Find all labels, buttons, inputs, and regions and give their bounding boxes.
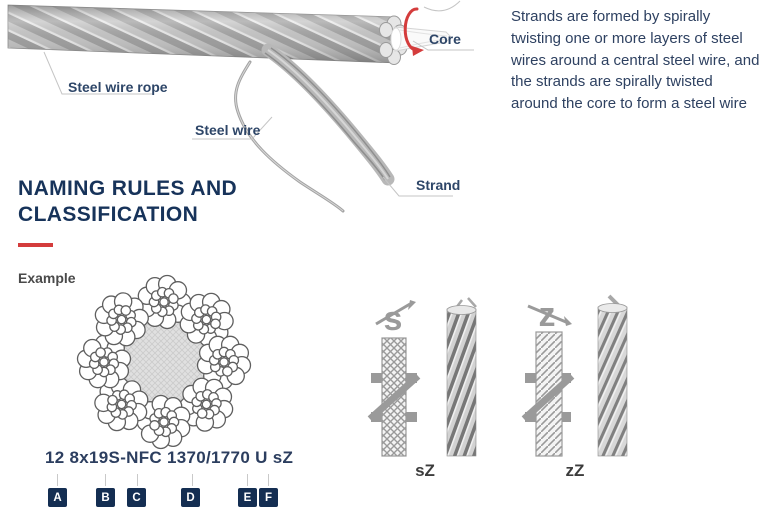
sz-label: sZ [415,461,435,480]
leader-line-core [412,40,474,51]
part-box-a: A [48,488,67,507]
intro-line: twisting one or more layers of steel [511,29,743,47]
section-title-line1: NAMING RULES AND [18,177,238,200]
z-diagonal [521,373,575,422]
part-box-b: B [96,488,115,507]
rope-illustration [7,0,474,213]
part-box-e: E [238,488,257,507]
designation-connector [137,474,138,486]
zz-label: zZ [565,461,585,480]
intro-line: around the core to form a steel wire [511,95,747,113]
leader-line-steel-wire [192,116,273,140]
label-strand: Strand [416,177,461,193]
designation-connector [105,474,106,486]
zz-lay-schematic: z [521,296,575,457]
sz-lay-schematic: s [367,300,421,457]
rope-cut-face [446,305,477,315]
rope-band [7,4,398,64]
intro-line: Strands are formed by spirally [511,8,711,25]
designation-connector [192,474,193,486]
leader-line-cut-off [423,0,461,12]
leader-line-steel-wire-rope [43,51,152,95]
rope-designation: 12 8x19S-NFC 1370/1770 U sZ [45,448,294,467]
strand-unraveled [261,43,395,186]
letter-arrow-head [408,300,416,310]
cross-section-diagram [76,274,252,450]
letter-arrow [527,304,567,324]
section-title-line2: CLASSIFICATION [18,203,199,226]
example-label: Example [18,270,76,286]
zz-rope-photo [597,294,628,457]
z-diagonal [367,373,421,422]
part-box-d: D [181,488,200,507]
rope-cut-face [597,303,628,313]
designation-connector [268,474,269,486]
intro-line: the strands are spirally twisted [511,73,713,91]
part-box-f: F [259,488,278,507]
intro-paragraph: Strands are formed by spirally twisting … [511,6,767,115]
sz-rope-photo [446,297,477,457]
letter-arrow [375,302,411,326]
designation-connector [247,474,248,486]
designation-connector [57,474,58,486]
section-title: NAMING RULES AND CLASSIFICATION [18,176,237,228]
intro-line: wires around a central steel wire, and [511,51,760,69]
label-core: Core [429,31,461,47]
leader-line-strand [382,176,453,197]
label-steel-wire: Steel wire [195,122,261,138]
wire-single [234,60,345,213]
part-box-c: C [127,488,146,507]
letter-arrow-head [564,316,572,326]
title-underline [18,243,53,247]
label-steel-wire-rope: Steel wire rope [68,79,168,95]
rotation-arrow-icon [403,7,424,56]
